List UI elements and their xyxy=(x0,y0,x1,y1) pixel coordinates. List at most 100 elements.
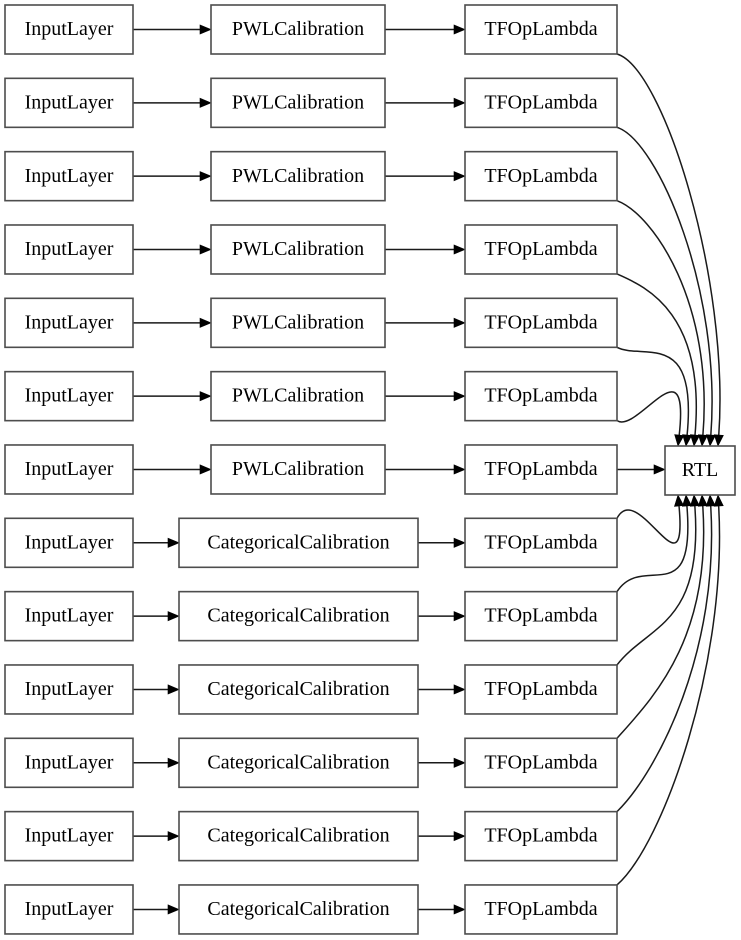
node-categorical-calibration-9[interactable]: CategoricalCalibration xyxy=(178,590,419,642)
node-tfoplambda-9-box xyxy=(464,590,618,642)
edge-input-5-to-calibration xyxy=(133,317,212,328)
node-pwl-calibration-7[interactable]: PWLCalibration xyxy=(210,444,386,495)
node-tfoplambda-3-label: TFOpLambda xyxy=(484,165,597,187)
node-input-layer-11-box xyxy=(4,737,134,789)
edge-calibration-7-to-lambda xyxy=(385,464,466,475)
node-pwl-calibration-4[interactable]: PWLCalibration xyxy=(210,224,386,275)
node-tfoplambda-7-label: TFOpLambda xyxy=(484,458,597,480)
node-tfoplambda-5[interactable]: TFOpLambda xyxy=(464,297,618,349)
node-tfoplambda-11[interactable]: TFOpLambda xyxy=(464,737,618,789)
edge-input-10-to-calibration-arrowhead xyxy=(167,684,180,695)
node-input-layer-9-box xyxy=(4,590,134,642)
node-pwl-calibration-3[interactable]: PWLCalibration xyxy=(210,150,386,202)
edge-lambda-4-to-rtl-line xyxy=(616,273,697,437)
edge-lambda-6-to-rtl-arrowhead xyxy=(674,434,685,447)
edge-input-7-to-calibration xyxy=(133,464,212,475)
node-tfoplambda-10[interactable]: TFOpLambda xyxy=(464,664,618,715)
node-input-layer-6[interactable]: InputLayer xyxy=(4,370,134,422)
node-pwl-calibration-6[interactable]: PWLCalibration xyxy=(210,370,386,422)
edge-lambda-13-to-rtl-line xyxy=(616,504,721,886)
node-input-layer-12[interactable]: InputLayer xyxy=(4,810,134,862)
edge-lambda-9-to-rtl-line xyxy=(616,504,689,593)
node-tfoplambda-4[interactable]: TFOpLambda xyxy=(464,224,618,275)
edge-input-2-to-calibration-arrowhead xyxy=(199,97,212,108)
edge-input-4-to-calibration-arrowhead xyxy=(199,244,212,255)
node-tfoplambda-1[interactable]: TFOpLambda xyxy=(464,4,618,55)
node-input-layer-5[interactable]: InputLayer xyxy=(4,297,134,349)
node-categorical-calibration-8[interactable]: CategoricalCalibration xyxy=(178,517,419,569)
node-pwl-calibration-5[interactable]: PWLCalibration xyxy=(210,297,386,349)
node-categorical-calibration-10-box xyxy=(178,664,419,715)
edge-calibration-4-to-lambda-arrowhead xyxy=(453,244,466,255)
node-input-layer-1[interactable]: InputLayer xyxy=(4,4,134,55)
node-input-layer-10[interactable]: InputLayer xyxy=(4,664,134,715)
node-input-layer-4-box xyxy=(4,224,134,275)
edge-input-11-to-calibration xyxy=(133,757,180,768)
node-tfoplambda-6[interactable]: TFOpLambda xyxy=(464,370,618,422)
node-tfoplambda-3[interactable]: TFOpLambda xyxy=(464,150,618,202)
edge-calibration-2-to-lambda xyxy=(385,97,466,108)
node-tfoplambda-8-box xyxy=(464,517,618,569)
node-input-layer-7[interactable]: InputLayer xyxy=(4,444,134,495)
edge-lambda-4-to-rtl-arrowhead xyxy=(690,434,701,447)
node-pwl-calibration-5-label: PWLCalibration xyxy=(232,311,364,333)
node-categorical-calibration-12[interactable]: CategoricalCalibration xyxy=(178,810,419,862)
node-tfoplambda-13[interactable]: TFOpLambda xyxy=(464,884,618,935)
node-input-layer-2-box xyxy=(4,77,134,129)
node-pwl-calibration-2[interactable]: PWLCalibration xyxy=(210,77,386,129)
edge-input-13-to-calibration xyxy=(133,904,180,915)
node-categorical-calibration-8-box xyxy=(178,517,419,569)
node-categorical-calibration-9-label: CategoricalCalibration xyxy=(207,605,389,627)
edge-input-2-to-calibration xyxy=(133,97,212,108)
node-pwl-calibration-3-label: PWLCalibration xyxy=(232,165,364,187)
node-tfoplambda-2[interactable]: TFOpLambda xyxy=(464,77,618,129)
node-tfoplambda-6-box xyxy=(464,370,618,422)
node-input-layer-13[interactable]: InputLayer xyxy=(4,884,134,935)
edge-input-12-to-calibration-arrowhead xyxy=(167,831,180,842)
node-categorical-calibration-10-label: CategoricalCalibration xyxy=(207,678,389,700)
node-tfoplambda-12[interactable]: TFOpLambda xyxy=(464,810,618,862)
node-input-layer-11-label: InputLayer xyxy=(25,751,114,773)
node-input-layer-1-label: InputLayer xyxy=(25,18,114,40)
node-input-layer-11[interactable]: InputLayer xyxy=(4,737,134,789)
node-categorical-calibration-10[interactable]: CategoricalCalibration xyxy=(178,664,419,715)
edge-input-8-to-calibration xyxy=(133,537,180,548)
node-rtl[interactable]: RTL xyxy=(664,445,736,496)
edge-lambda-2-to-rtl xyxy=(616,126,716,447)
edge-input-10-to-calibration xyxy=(133,684,180,695)
node-input-layer-9[interactable]: InputLayer xyxy=(4,590,134,642)
node-pwl-calibration-4-label: PWLCalibration xyxy=(232,238,364,260)
edge-input-11-to-calibration-arrowhead xyxy=(167,757,180,768)
node-pwl-calibration-1-label: PWLCalibration xyxy=(232,18,364,40)
edge-input-9-to-calibration xyxy=(133,611,180,622)
node-categorical-calibration-12-label: CategoricalCalibration xyxy=(207,825,389,847)
edge-lambda-7-to-rtl xyxy=(617,464,666,475)
node-tfoplambda-7[interactable]: TFOpLambda xyxy=(464,444,618,495)
edge-lambda-8-to-rtl xyxy=(616,494,685,544)
node-tfoplambda-9[interactable]: TFOpLambda xyxy=(464,590,618,642)
node-input-layer-7-label: InputLayer xyxy=(25,458,114,480)
node-input-layer-3[interactable]: InputLayer xyxy=(4,150,134,202)
node-tfoplambda-8[interactable]: TFOpLambda xyxy=(464,517,618,569)
node-pwl-calibration-6-label: PWLCalibration xyxy=(232,385,364,407)
node-pwl-calibration-1[interactable]: PWLCalibration xyxy=(210,4,386,55)
edge-input-1-to-calibration-arrowhead xyxy=(199,24,212,35)
node-pwl-calibration-2-box xyxy=(210,77,386,129)
node-input-layer-12-box xyxy=(4,810,134,862)
edge-lambda-12-to-rtl xyxy=(616,494,716,813)
edge-lambda-5-to-rtl-line xyxy=(616,346,690,437)
node-categorical-calibration-11[interactable]: CategoricalCalibration xyxy=(178,737,419,789)
node-input-layer-2[interactable]: InputLayer xyxy=(4,77,134,129)
edge-calibration-5-to-lambda xyxy=(385,317,466,328)
edge-lambda-10-to-rtl-line xyxy=(616,504,697,666)
edge-lambda-4-to-rtl xyxy=(616,273,701,447)
node-rtl-box xyxy=(664,445,736,496)
node-input-layer-8[interactable]: InputLayer xyxy=(4,517,134,569)
node-input-layer-4[interactable]: InputLayer xyxy=(4,224,134,275)
node-categorical-calibration-13[interactable]: CategoricalCalibration xyxy=(178,884,419,935)
node-input-layer-5-label: InputLayer xyxy=(25,311,114,333)
edge-lambda-12-to-rtl-line xyxy=(616,504,713,813)
